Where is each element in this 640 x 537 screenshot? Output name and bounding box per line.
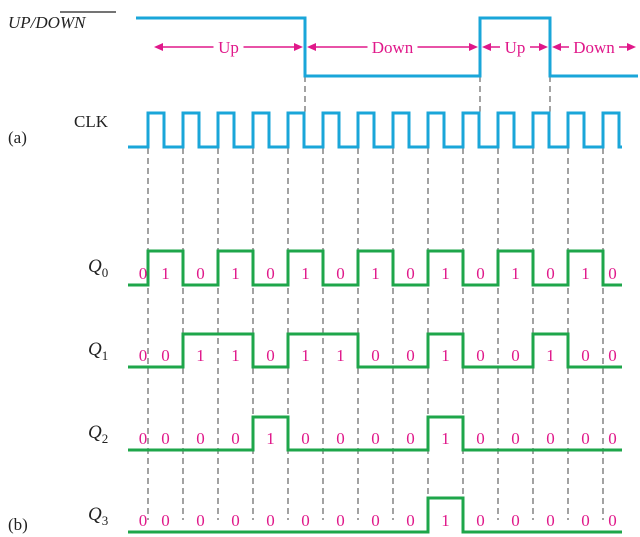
q0-state-digit: 1 — [371, 264, 380, 283]
q0-signal-line — [128, 249, 622, 287]
q0-state-digit: 1 — [581, 264, 590, 283]
q0-state-digit: 1 — [161, 264, 170, 283]
q2-state-digit: 0 — [336, 429, 345, 448]
q3-state-digit: 0 — [476, 511, 485, 530]
q0-label: Q0 — [88, 256, 108, 280]
q1-state-digit: 0 — [161, 346, 170, 365]
q3-state-digit: 0 — [139, 511, 148, 530]
q2-state-digit: 0 — [139, 429, 148, 448]
updown-label: UP/DOWN — [8, 13, 87, 32]
q2-state-digit: 0 — [196, 429, 205, 448]
q1-state-digit: 1 — [301, 346, 310, 365]
q3-state-digit: 0 — [196, 511, 205, 530]
q0-state-digit: 0 — [196, 264, 205, 283]
q2-state-digit: 0 — [476, 429, 485, 448]
q1-state-digit: 0 — [511, 346, 520, 365]
q2-state-digit: 0 — [161, 429, 170, 448]
q2-state-digit: 0 — [511, 429, 520, 448]
q3-state-digit: 0 — [608, 511, 617, 530]
q0-state-digit: 1 — [231, 264, 240, 283]
phase-label: Down — [573, 38, 615, 57]
clk-label: CLK — [74, 112, 109, 131]
q0-state-digit: 0 — [406, 264, 415, 283]
phase-label: Down — [372, 38, 414, 57]
q2-state-digit: 0 — [406, 429, 415, 448]
q1-state-digit: 0 — [406, 346, 415, 365]
phase-arrow-down: Down — [552, 38, 636, 57]
q1-state-digit: 0 — [371, 346, 380, 365]
q2-state-digit: 0 — [608, 429, 617, 448]
q1-state-digit: 0 — [581, 346, 590, 365]
q3-label: Q3 — [88, 504, 108, 528]
q3-state-digit: 0 — [301, 511, 310, 530]
q2-state-digit: 0 — [371, 429, 380, 448]
q3-state-digit: 0 — [336, 511, 345, 530]
q1-state-digit: 1 — [196, 346, 205, 365]
q3-state-digit: 0 — [266, 511, 275, 530]
q3-state-digit: 0 — [371, 511, 380, 530]
q2-label: Q2 — [88, 422, 108, 446]
part-b-label: (b) — [8, 515, 28, 534]
phase-arrow-up: Up — [154, 38, 303, 57]
q3-signal-line — [128, 496, 622, 534]
q3-state-digit: 0 — [581, 511, 590, 530]
q0-state-digit: 0 — [608, 264, 617, 283]
phase-label: Up — [505, 38, 526, 57]
q2-state-digit: 1 — [266, 429, 275, 448]
q1-signal-line — [128, 332, 622, 369]
q1-state-digit: 0 — [476, 346, 485, 365]
q2-state-digit: 0 — [546, 429, 555, 448]
updown-waveform — [136, 16, 638, 78]
phase-arrow-down: Down — [307, 38, 478, 57]
q3-state-digit: 0 — [546, 511, 555, 530]
q2-signal-line — [128, 415, 622, 452]
q0-state-digit: 0 — [476, 264, 485, 283]
q3-state-digit: 0 — [511, 511, 520, 530]
q3-state-digit: 0 — [406, 511, 415, 530]
q2-state-digit: 0 — [231, 429, 240, 448]
q0-state-digit: 0 — [546, 264, 555, 283]
q2-state-digit: 0 — [581, 429, 590, 448]
q0-state-digit: 1 — [511, 264, 520, 283]
q1-state-digit: 0 — [139, 346, 148, 365]
q0-state-digit: 0 — [139, 264, 148, 283]
q1-state-digit: 0 — [608, 346, 617, 365]
clock-waveform — [128, 111, 622, 149]
part-a-label: (a) — [8, 128, 27, 147]
updown-label-overbar: DOWN — [34, 13, 87, 32]
phase-arrows: Up Down Up Down — [154, 38, 636, 57]
q0-state-digit: 1 — [301, 264, 310, 283]
q0-state-digit: 1 — [441, 264, 450, 283]
q1-label: Q1 — [88, 339, 108, 363]
clock-signal-line — [128, 111, 622, 149]
phase-label: Up — [218, 38, 239, 57]
updown-signal-line — [136, 16, 638, 78]
q1-state-digit: 1 — [231, 346, 240, 365]
q2-state-digit: 1 — [441, 429, 450, 448]
q1-state-digit: 1 — [441, 346, 450, 365]
q1-state-digit: 1 — [546, 346, 555, 365]
q0-state-digit: 0 — [266, 264, 275, 283]
q1-state-digit: 1 — [336, 346, 345, 365]
q2-state-digit: 0 — [301, 429, 310, 448]
q3-state-digit: 0 — [231, 511, 240, 530]
q3-state-digit: 0 — [161, 511, 170, 530]
q1-state-digit: 0 — [266, 346, 275, 365]
q3-state-digit: 1 — [441, 511, 450, 530]
q0-state-digit: 0 — [336, 264, 345, 283]
phase-arrow-up: Up — [482, 38, 548, 57]
